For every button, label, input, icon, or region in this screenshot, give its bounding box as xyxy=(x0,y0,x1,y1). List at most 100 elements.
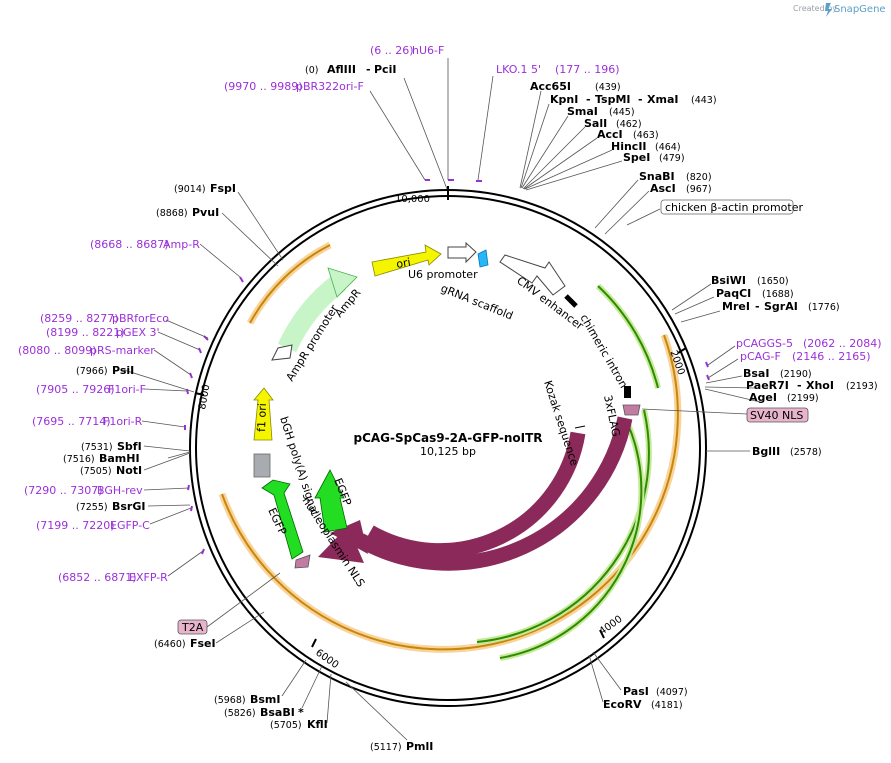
tick-8000 xyxy=(194,392,205,396)
site-mrei-name: MreI xyxy=(722,300,750,313)
site-bsrgi-name: BsrGI xyxy=(112,500,145,513)
primer-pgex-label: pGEX 3' xyxy=(116,326,160,339)
site-ecorv-name: EcoRV xyxy=(603,698,642,711)
site-sgrai-name: SgrAI xyxy=(764,300,798,313)
site-hincii-pos: (464) xyxy=(655,142,681,153)
chicken-promoter-mark xyxy=(564,294,578,308)
ampr-promoter-feature xyxy=(271,344,293,361)
site-sali-name: SalI xyxy=(584,117,607,130)
plasmid-length: 10,125 bp xyxy=(420,445,476,458)
primer-pbrforeco-range: (8259 .. 8277) xyxy=(40,312,119,325)
site-pvui-pos: (8868) xyxy=(156,208,188,219)
primer-pcagf-label: pCAG-F xyxy=(740,350,781,363)
connector-lines xyxy=(123,58,761,741)
sv40-nls-box xyxy=(746,407,809,423)
created-by-text: Created by xyxy=(793,4,837,13)
primer-egfpc-label: EGFP-C xyxy=(110,519,150,532)
site-asci-pos: (967) xyxy=(686,184,712,195)
site-xmai-pos: (443) xyxy=(691,95,717,106)
site-bsai-pos: (2190) xyxy=(780,369,812,380)
primer-f1orir-label: F1ori-R xyxy=(103,415,143,428)
site-tspmi-name: TspMI xyxy=(595,93,631,106)
site-paqci-name: PaqCI xyxy=(716,287,751,300)
ampr-arrowhead xyxy=(327,267,358,298)
site-acci-name: AccI xyxy=(597,128,623,141)
tick-label-8000: 8000 xyxy=(197,384,212,411)
ori-label: ori xyxy=(395,256,411,271)
site-sgrai-pos: (1776) xyxy=(808,302,840,313)
flag-label: 3xFLAG xyxy=(601,394,622,438)
site-pasi-pos: (4097) xyxy=(656,687,688,698)
site-pcii-name: PciI xyxy=(374,63,396,76)
site-kfli-pos: (5705) xyxy=(270,720,302,731)
tick-label-6000: 6000 xyxy=(313,647,340,671)
site-paer7i-name: PaeR7I xyxy=(746,379,789,392)
orf-cas9 xyxy=(221,334,679,651)
primer-hu6f-range: (6 .. 26) xyxy=(370,44,414,57)
site-bamhi-name: BamHI xyxy=(99,452,140,465)
primer-bghrev-label: BGH-rev xyxy=(97,484,143,497)
cas9-outer-label: Cas9 xyxy=(513,593,543,616)
site-sali-pos: (462) xyxy=(616,119,642,130)
kozak-label: Kozak sequence xyxy=(541,379,581,468)
tick-2000 xyxy=(677,347,687,354)
site-sbfi-name: SbfI xyxy=(117,440,142,453)
site-afliii-sep: - xyxy=(366,63,371,76)
site-hincii-name: HincII xyxy=(611,140,647,153)
site-pmli-pos: (5117) xyxy=(370,742,402,753)
site-bsiwi-name: BsiWI xyxy=(711,274,746,287)
site-bglii-pos: (2578) xyxy=(790,447,822,458)
cas9-inner-arc xyxy=(366,431,586,559)
primer-lko-label: LKO.1 5' xyxy=(496,63,541,76)
site-bsabi-star: * xyxy=(298,706,304,719)
site-kpni-name: KpnI xyxy=(550,93,578,106)
primer-ampr-label: Amp-R xyxy=(163,238,200,251)
chicken-promoter-box xyxy=(660,199,794,215)
site-mrei-sep: - xyxy=(755,300,760,313)
t2a-box xyxy=(177,619,208,635)
sv40-nls-feature xyxy=(622,404,641,416)
site-bsabi-pos: (5826) xyxy=(224,708,256,719)
site-paqci-pos: (1688) xyxy=(762,289,794,300)
bgh-polya-feature xyxy=(253,453,271,478)
sv40-nls-label: SV40 NLS xyxy=(750,409,803,422)
tick-6000 xyxy=(311,638,317,648)
site-asci-name: AscI xyxy=(650,182,676,195)
chimeric-intron-label: chimeric intron xyxy=(577,312,630,390)
f1-ori-feature xyxy=(253,387,274,441)
cas9-inner-arrowhead xyxy=(330,520,368,554)
egfp-arrow-2 xyxy=(261,479,304,560)
primer-exfpr-label: EXFP-R xyxy=(129,571,168,584)
primer-f1orif-label: F1ori-F xyxy=(108,383,146,396)
chicken-promoter-label: chicken β-actin promoter xyxy=(665,201,803,214)
site-paer7i-sep: - xyxy=(797,379,802,392)
primer-pcaggs-range: (2062 .. 2084) xyxy=(803,337,882,350)
cas9-outer-arrowhead xyxy=(318,526,364,563)
egfp-arrow-1 xyxy=(314,469,348,533)
site-fspi-pos: (9014) xyxy=(174,184,206,195)
site-sbfi-pos: (7531) xyxy=(81,442,113,453)
flag-feature xyxy=(624,386,631,398)
grna-scaffold-label: gRNA scaffold xyxy=(439,282,515,323)
orf-egfp-c xyxy=(499,421,643,659)
site-acc65i-name: Acc65I xyxy=(530,80,571,93)
grna-scaffold-feature xyxy=(477,249,489,268)
site-acci-pos: (463) xyxy=(633,130,659,141)
site-bsabi-name: BsaBI xyxy=(260,706,295,719)
f1-ori-label: f1 ori xyxy=(255,403,269,432)
site-snabi-name: SnaBI xyxy=(639,170,675,183)
site-kpni-sep: - xyxy=(586,93,591,106)
site-xhoi-pos: (2193) xyxy=(846,381,878,392)
snapgene-logo-icon xyxy=(825,3,832,17)
tick-label-4000: 4000 xyxy=(597,614,624,638)
tick-label-10000: 10,000 xyxy=(395,194,430,205)
site-xhoi-name: XhoI xyxy=(806,379,834,392)
orf-egfp-b xyxy=(476,409,650,643)
primer-pgex-range: (8199 .. 8221) xyxy=(46,326,125,339)
snapgene-logo: SnapGene xyxy=(834,4,886,15)
site-psii-name: PsiI xyxy=(112,364,134,377)
site-afliii-pos: (0) xyxy=(305,65,318,76)
cas9-outer-arc xyxy=(356,416,633,571)
site-bsai-name: BsaI xyxy=(743,367,769,380)
primer-pbrforeco-label: pBRforEco xyxy=(112,312,169,325)
